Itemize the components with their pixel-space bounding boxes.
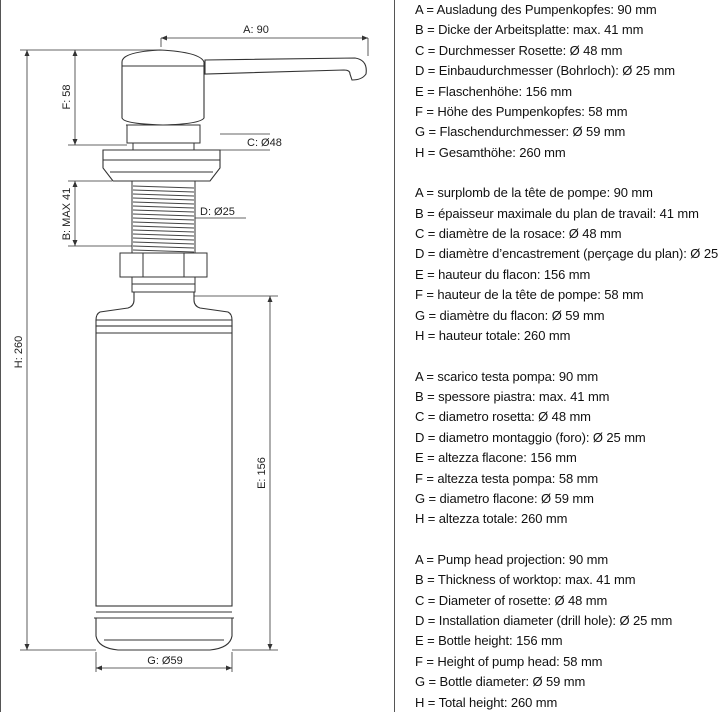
legend-english: A = Pump head projection: 90 mm B = Thick… — [415, 550, 720, 713]
dim-e-label: E: 156 — [256, 457, 268, 489]
dim-f-arrow-top — [72, 50, 78, 56]
dimension-legend: A = Ausladung des Pumpenkopfes: 90 mm B =… — [415, 0, 720, 713]
thread-line — [132, 233, 195, 237]
legend-line-en-7: H = Total height: 260 mm — [415, 694, 558, 710]
thread-line — [132, 197, 195, 201]
legend-line-it-6: G = diametro flacone: Ø 59 mm — [415, 490, 594, 506]
dim-h-arrow-top — [24, 50, 30, 56]
legend-line-fr-3: D = diamètre d’encastrement (perçage du … — [415, 246, 720, 262]
thread-line — [132, 193, 195, 197]
dim-g-arrow-left — [96, 665, 102, 671]
legend-line-it-1: B = spessore piastra: max. 41 mm — [415, 388, 610, 404]
legend-line-fr-6: G = diamètre du flacon: Ø 59 mm — [415, 307, 605, 323]
thread-line — [132, 189, 195, 193]
legend-line-it-3: D = diametro montaggio (foro): Ø 25 mm — [415, 429, 646, 445]
legend-french: A = surplomb de la tête de pompe: 90 mm B… — [415, 183, 720, 346]
legend-line-de-4: E = Flaschenhöhe: 156 mm — [415, 83, 572, 99]
legend-line-fr-0: A = surplomb de la tête de pompe: 90 mm — [415, 185, 653, 201]
legend-line-en-2: C = Diameter of rosette: Ø 48 mm — [415, 592, 608, 608]
dim-b-arrow-top — [72, 181, 78, 187]
dim-e-arrow-top — [267, 296, 273, 302]
legend-line-de-1: B = Dicke der Arbeitsplatte: max. 41 mm — [415, 22, 644, 38]
legend-line-it-0: A = scarico testa pompa: 90 mm — [415, 368, 599, 384]
legend-line-de-6: G = Flaschendurchmesser: Ø 59 mm — [415, 124, 626, 140]
legend-line-en-4: E = Bottle height: 156 mm — [415, 633, 563, 649]
legend-line-de-0: A = Ausladung des Pumpenkopfes: 90 mm — [415, 2, 657, 17]
legend-line-en-5: F = Height of pump head: 58 mm — [415, 653, 603, 669]
thread-line — [132, 213, 195, 217]
legend-italian: A = scarico testa pompa: 90 mm B = spesso… — [415, 367, 720, 530]
dim-c-label: C: Ø48 — [247, 137, 282, 149]
thread-line — [132, 209, 195, 213]
thread-line — [132, 237, 195, 241]
legend-line-de-5: F = Höhe des Pumpenkopfes: 58 mm — [415, 104, 628, 120]
legend-line-fr-7: H = hauteur totale: 260 mm — [415, 328, 571, 344]
dim-a-label: A: 90 — [243, 24, 269, 36]
dim-g-arrow-right — [226, 665, 232, 671]
legend-line-fr-4: E = hauteur du flacon: 156 mm — [415, 266, 591, 282]
thread-line — [132, 185, 195, 189]
dim-b-arrow-bottom — [72, 240, 78, 246]
legend-line-fr-5: F = hauteur de la tête de pompe: 58 mm — [415, 287, 644, 303]
dim-a-arrow-left — [161, 35, 167, 41]
legend-line-it-4: E = altezza flacone: 156 mm — [415, 450, 577, 466]
thread-line — [132, 229, 195, 233]
legend-line-fr-1: B = épaisseur maximale du plan de travai… — [415, 205, 699, 221]
legend-german: A = Ausladung des Pumpenkopfes: 90 mm B =… — [415, 0, 720, 163]
dim-f-label: F: 58 — [61, 84, 73, 109]
threaded-shank — [131, 180, 196, 254]
legend-line-fr-2: C = diamètre de la rosace: Ø 48 mm — [415, 226, 622, 242]
dim-d-label: D: Ø25 — [200, 206, 235, 218]
dim-g-label: G: Ø59 — [147, 655, 182, 667]
legend-line-it-7: H = altezza totale: 260 mm — [415, 511, 568, 527]
dim-a-arrow-right — [362, 35, 368, 41]
dim-b-label: B: MAX 41 — [61, 188, 73, 241]
thread-line — [132, 249, 195, 253]
legend-line-de-7: H = Gesamthöhe: 260 mm — [415, 144, 566, 160]
rosette — [102, 143, 221, 182]
thread-line — [132, 205, 195, 209]
legend-line-de-3: D = Einbaudurchmesser (Bohrloch): Ø 25 m… — [415, 63, 675, 79]
mounting-nut — [119, 252, 208, 293]
legend-line-en-3: D = Installation diameter (drill hole): … — [415, 612, 673, 628]
thread-line — [132, 245, 195, 249]
thread-line — [132, 201, 195, 205]
dim-e-arrow-bottom — [267, 644, 273, 650]
legend-line-en-0: A = Pump head projection: 90 mm — [415, 551, 609, 567]
thread-line — [132, 241, 195, 245]
dim-h-label: H: 260 — [13, 336, 25, 368]
dim-f-arrow-bottom — [72, 139, 78, 145]
legend-line-it-2: C = diametro rosetta: Ø 48 mm — [415, 409, 591, 425]
thread-line — [132, 217, 195, 221]
pump-head — [121, 49, 367, 144]
legend-line-en-6: G = Bottle diameter: Ø 59 mm — [415, 674, 586, 690]
legend-line-en-1: B = Thickness of worktop: max. 41 mm — [415, 572, 636, 588]
legend-line-it-5: F = altezza testa pompa: 58 mm — [415, 470, 599, 486]
legend-line-de-2: C = Durchmesser Rosette: Ø 48 mm — [415, 42, 623, 58]
dim-h-arrow-bottom — [24, 644, 30, 650]
thread-line — [132, 221, 195, 225]
soap-dispenser-drawing: A: 90 C: Ø48 D: Ø25 G: Ø59 F: 58 B: MAX … — [0, 0, 395, 712]
bottle — [94, 292, 234, 651]
thread-line — [132, 225, 195, 229]
